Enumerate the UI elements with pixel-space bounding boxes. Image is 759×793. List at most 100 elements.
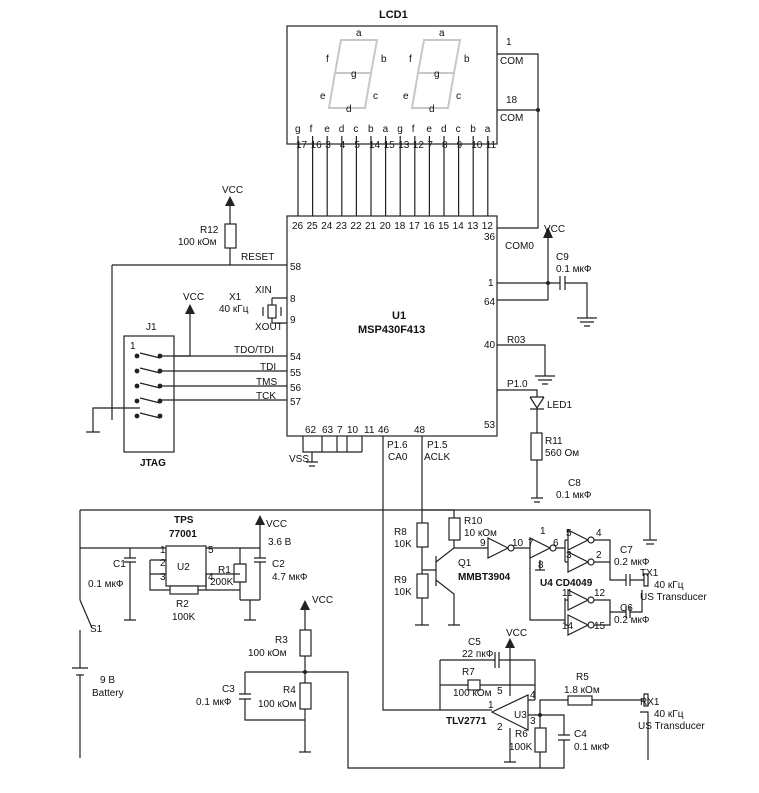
vcc-u2: VCC — [266, 519, 287, 530]
u3-pin2: 2 — [497, 722, 503, 733]
vcc-r12: VCC — [222, 185, 243, 196]
lcd-pin-number: 12 — [413, 140, 425, 151]
lcd-seg-letter: g — [295, 124, 301, 135]
rx1-label: US Transducer — [638, 721, 705, 732]
divider — [239, 600, 540, 769]
vcc-jtag: VCC — [183, 292, 204, 303]
u2-pin4: 4 — [208, 572, 214, 583]
u1-tdo: TDO/TDI — [234, 345, 274, 356]
lcd-seg-letter: e — [426, 124, 432, 135]
u1-pin7: 7 — [337, 425, 343, 436]
u1-pin48: 48 — [414, 425, 426, 436]
r10-ref: R10 — [464, 516, 483, 527]
lcd-pin-number: 17 — [296, 140, 308, 151]
lcd-pin-number: 13 — [398, 140, 410, 151]
r9-value: 10K — [394, 587, 412, 598]
inv-pin3: 3 — [566, 550, 572, 561]
seg-f1: f — [326, 54, 329, 65]
lcd-seg-letter: g — [397, 124, 403, 135]
r9-ref: R9 — [394, 575, 407, 586]
jtag-link — [139, 352, 161, 359]
u1-xout: XOUT — [255, 322, 283, 333]
u1-top-pin: 12 — [482, 221, 494, 232]
u3-pin5: 5 — [497, 686, 503, 697]
seg-g2: g — [434, 69, 440, 80]
inv-pin4: 4 — [596, 528, 602, 539]
u1-pin54: 54 — [290, 352, 302, 363]
u1-pin9: 9 — [290, 315, 296, 326]
u1-top-pin: 14 — [453, 221, 465, 232]
u1-pin56: 56 — [290, 383, 302, 394]
lcd-seg-letter: b — [368, 124, 374, 135]
u1-top-pin: 25 — [307, 221, 319, 232]
c2-value: 4.7 мкФ — [272, 572, 308, 583]
lcd-seg-letter: c — [456, 124, 461, 135]
u2-vout: 3.6 В — [268, 537, 292, 548]
r12-value: 100 кОм — [178, 237, 217, 248]
x1-value: 40 кГц — [219, 304, 249, 315]
c8-value: 0.1 мкФ — [556, 490, 592, 501]
u1-top-pin: 26 — [292, 221, 304, 232]
r2-ref: R2 — [176, 599, 189, 610]
q1-part: MMBT3904 — [458, 572, 511, 583]
c5-value: 22 пкФ — [462, 649, 494, 660]
s1-ref: S1 — [90, 624, 103, 635]
inv-pin2: 2 — [596, 550, 602, 561]
u1-pin62: 62 — [305, 425, 317, 436]
jtag-pins — [134, 352, 163, 419]
u1-top-pin: 23 — [336, 221, 348, 232]
vcc-u1: VCC — [544, 224, 565, 235]
u1-aclk: ACLK — [424, 452, 450, 463]
u1-p15: P1.5 — [427, 440, 448, 451]
r3-ref: R3 — [275, 635, 288, 646]
jtag-pin — [134, 398, 140, 404]
seg-a2: a — [439, 28, 445, 39]
u3-pin3: 3 — [530, 716, 536, 727]
seg-b1: b — [381, 54, 387, 65]
jtag-header — [123, 335, 175, 453]
lcd-pin-number: 14 — [369, 140, 381, 151]
lcd-pin-number: 4 — [340, 140, 346, 151]
u1-pin40: 40 — [484, 340, 496, 351]
inv-pin10: 10 — [512, 538, 524, 549]
lcd-seg-letter: b — [470, 124, 476, 135]
r7-ref: R7 — [462, 667, 475, 678]
seg-e1: e — [320, 91, 326, 102]
c5-ref: C5 — [468, 637, 481, 648]
vcc-r3: VCC — [312, 595, 333, 606]
c1-ref: C1 — [113, 559, 126, 570]
r6-ref: R6 — [515, 729, 528, 740]
r11-value: 560 Ом — [545, 448, 579, 459]
x1-ref: X1 — [229, 292, 242, 303]
lcd-pin-number: 9 — [457, 140, 463, 151]
rx1-freq: 40 кГц — [654, 709, 684, 720]
tps-label2: 77001 — [169, 529, 197, 540]
lcd-pin-number: 5 — [354, 140, 360, 151]
q1-ref: Q1 — [458, 558, 472, 569]
lcd-seg-letter: f — [310, 124, 313, 135]
u1-p10: P1.0 — [507, 379, 528, 390]
lcd-com1-label: COM — [500, 56, 523, 67]
u2-pin3: 3 — [160, 572, 166, 583]
u1-pin8: 8 — [290, 294, 296, 305]
inv-pin1: 1 — [540, 526, 546, 537]
lcd-pin-number: 11 — [486, 140, 497, 151]
led1-ref: LED1 — [547, 400, 572, 411]
inv-pin15: 15 — [594, 621, 606, 632]
u1-xin: XIN — [255, 285, 272, 296]
u1-r03: R03 — [507, 335, 526, 346]
c6-value: 0.2 мкФ — [614, 615, 650, 626]
c2-ref: C2 — [272, 559, 285, 570]
u1-part: MSP430F413 — [358, 324, 425, 336]
lcd-display: LCD1 a b c d e f g a b c d e f g 1 COM 1… — [286, 9, 540, 229]
u1-pin11: 11 — [364, 425, 375, 436]
u1-top-pin: 22 — [350, 221, 362, 232]
r7-value: 100 кОм — [453, 688, 492, 699]
lcd-seg-letter: d — [339, 124, 345, 135]
u1-right-wiring — [497, 227, 597, 503]
u2-ref: U2 — [177, 562, 190, 573]
u1-pin10: 10 — [347, 425, 359, 436]
jtag-link — [139, 382, 161, 389]
lcd-body — [286, 25, 498, 145]
transmitter — [382, 436, 649, 711]
